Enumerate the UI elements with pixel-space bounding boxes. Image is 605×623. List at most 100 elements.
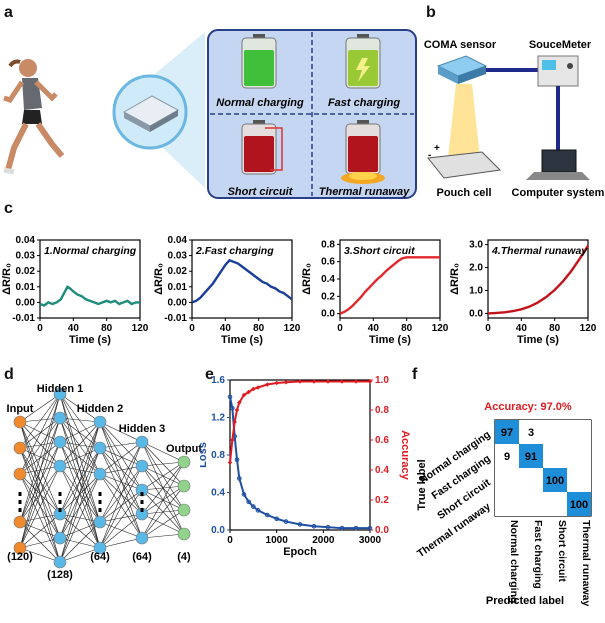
network-edge xyxy=(59,521,101,539)
network-node xyxy=(53,531,67,545)
loss-point xyxy=(237,476,242,481)
network-edge xyxy=(59,473,101,539)
x-tick-label: 40 xyxy=(368,323,380,334)
network-edge xyxy=(59,421,101,467)
y-axis-label: Loss xyxy=(200,442,209,468)
y-axis-label: ΔR/R₀ xyxy=(1,263,13,295)
network-edge xyxy=(19,537,61,549)
x-tick-label: 120 xyxy=(284,323,301,334)
y2-tick-label: 0.2 xyxy=(375,495,389,506)
plus-terminal: + xyxy=(434,143,440,154)
network-edge xyxy=(141,461,185,515)
accuracy-point xyxy=(274,380,279,386)
matrix-cell xyxy=(495,420,519,444)
network-edge xyxy=(99,421,143,539)
x-tick-label: 80 xyxy=(101,323,113,334)
y2-tick-label: 1.0 xyxy=(375,375,389,386)
y-tick-label: 0.8 xyxy=(211,450,225,461)
x-tick-label: 120 xyxy=(580,323,597,334)
network-edge xyxy=(59,417,101,423)
matrix-cell xyxy=(567,492,591,516)
network-node xyxy=(177,479,191,493)
ellipsis-dot xyxy=(98,508,102,512)
y2-tick-label: 0.4 xyxy=(375,465,389,476)
network-node xyxy=(53,411,67,425)
network-edge xyxy=(99,421,143,515)
accuracy-point xyxy=(234,407,240,413)
network-edge xyxy=(141,461,185,539)
loss-point xyxy=(241,492,247,497)
loss-point xyxy=(339,525,345,531)
panel-label-e: e xyxy=(205,366,214,383)
accuracy-point xyxy=(227,460,233,465)
x-tick-label: 80 xyxy=(401,323,413,334)
x-tick-label: 40 xyxy=(516,323,528,334)
cell-value: 9 xyxy=(504,451,510,463)
network-edge xyxy=(59,521,101,563)
network-edge xyxy=(59,421,101,443)
network-edge xyxy=(19,421,61,467)
cell-value: 3 xyxy=(528,427,534,439)
battery-fast-icon xyxy=(345,34,381,89)
y-axis-label: ΔR/R₀ xyxy=(449,263,461,295)
y-tick-label: 0.4 xyxy=(321,274,335,285)
network-edge xyxy=(99,421,143,491)
network-edge xyxy=(59,441,101,449)
y-tick-label: 0.02 xyxy=(16,266,36,277)
chart-title: 4.Thermal runaway xyxy=(491,245,588,257)
network-edge xyxy=(59,421,101,563)
ellipsis-dot xyxy=(140,500,144,504)
network-edge xyxy=(59,417,101,475)
network-node xyxy=(135,531,149,545)
loss-point xyxy=(251,504,256,509)
sourcemeter-label: SouceMeter xyxy=(529,39,592,51)
col-class-label: Thermal runaway xyxy=(580,520,592,607)
y2-tick-label: 0.8 xyxy=(375,405,389,416)
computer-label: Computer system xyxy=(512,187,605,199)
battery-short-icon xyxy=(241,120,283,175)
chart-frame xyxy=(487,239,589,319)
loss-point xyxy=(297,522,303,527)
cell-value: 100 xyxy=(570,499,588,511)
network-edge xyxy=(59,393,101,549)
panel-b-setup: COMA sensor SouceMeter + - Pouch cell Co… xyxy=(424,39,605,199)
state-label-short: Short circuit xyxy=(228,186,294,198)
size-label-input: (120) xyxy=(7,551,33,563)
network-edge xyxy=(19,465,61,549)
layer-label-input: Input xyxy=(7,403,34,415)
x-axis-label: Time (s) xyxy=(221,334,263,346)
ellipsis-dot xyxy=(140,492,144,496)
y-tick-label: 0.04 xyxy=(168,235,188,246)
loss-point xyxy=(325,524,331,530)
network-edge xyxy=(19,521,61,563)
network-edge xyxy=(59,393,101,449)
loss-point xyxy=(234,457,240,462)
loss-line xyxy=(229,396,370,530)
cell-value: 97 xyxy=(501,427,513,439)
layer-label-hidden1: Hidden 1 xyxy=(37,383,83,395)
layer-label-hidden3: Hidden 3 xyxy=(119,423,165,435)
panel-f-confusion-matrix: Accuracy: 97.0% True label Predicted lab… xyxy=(415,401,592,607)
x-axis-label: Time (s) xyxy=(369,334,411,346)
x-tick-label: 1000 xyxy=(266,535,289,546)
battery-normal-icon xyxy=(241,34,277,89)
network-node xyxy=(13,515,27,529)
network-node xyxy=(13,467,27,481)
network-edge xyxy=(99,465,143,549)
y-tick-label: 0.0 xyxy=(211,525,225,536)
network-edge xyxy=(141,533,185,539)
y-tick-label: 0.04 xyxy=(16,235,36,246)
accuracy-label: Accuracy: 97.0% xyxy=(484,401,572,413)
network-edge xyxy=(19,441,61,449)
state-label-normal: Normal charging xyxy=(216,97,304,109)
y-tick-label: 1.2 xyxy=(211,413,225,424)
network-edge xyxy=(59,421,101,515)
network-edge xyxy=(99,447,143,467)
panel-label-d: d xyxy=(4,366,14,383)
matrix-cell xyxy=(543,468,567,492)
network-edge xyxy=(19,521,61,539)
y-tick-label: 0.00 xyxy=(16,297,36,308)
